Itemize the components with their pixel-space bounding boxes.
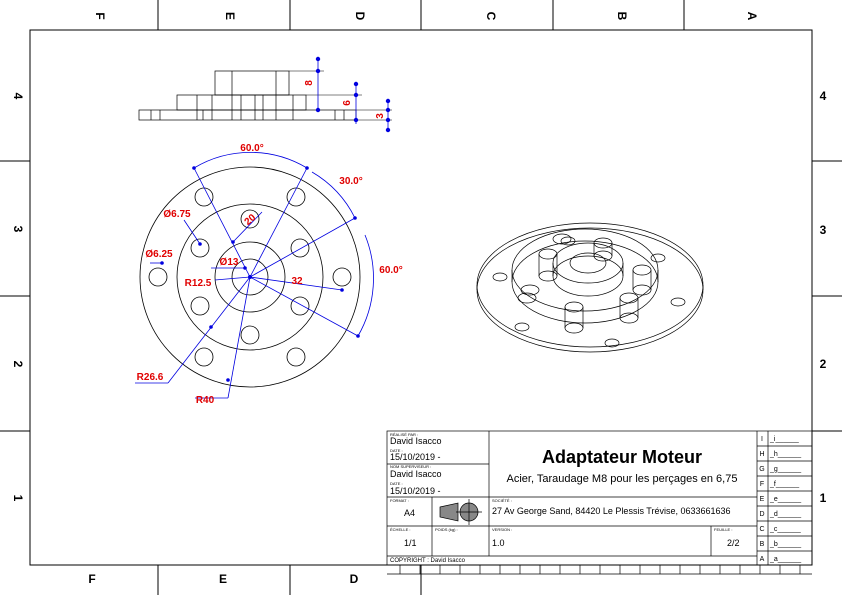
- zone-bottom-F: F: [88, 572, 95, 586]
- dim-angle-top: 60.0°: [240, 143, 263, 154]
- weight-label: POIDS (kg) :: [435, 527, 458, 532]
- title-block: [386, 430, 813, 575]
- dim-dia-13: Ø13: [220, 257, 239, 268]
- zone-top-D: D: [353, 12, 367, 21]
- dim-dia-625: Ø6.25: [145, 249, 173, 260]
- zone-left-3: 3: [11, 226, 25, 233]
- iso-inner-holes: [517, 233, 652, 334]
- format-label: FORMAT :: [390, 498, 409, 503]
- rev-value: _g______: [769, 466, 801, 473]
- zone-top-A: A: [745, 12, 759, 21]
- rev-value: _d______: [769, 511, 801, 518]
- rev-letter: D: [759, 511, 764, 518]
- drawing-subtitle: Acier, Taraudage M8 pour les perçages en…: [507, 473, 738, 485]
- zone-bottom-D: D: [350, 572, 359, 586]
- rev-letter: A: [760, 556, 765, 563]
- isometric-view: [476, 222, 704, 353]
- version: 1.0: [492, 538, 505, 548]
- dim-height-8: 8: [304, 80, 315, 86]
- zone-top-C: C: [484, 12, 498, 21]
- dim-height-3: 3: [375, 113, 386, 119]
- zone-top-B: B: [615, 12, 629, 21]
- date-label-1: DATE :: [390, 448, 403, 453]
- iso-outer-holes: [492, 236, 686, 348]
- scale: 1/1: [404, 538, 417, 548]
- projection-symbol: [439, 499, 482, 525]
- dim-dist-32: 32: [291, 276, 303, 287]
- zone-left-1: 1: [11, 495, 25, 502]
- drawing-title: Adaptateur Moteur: [542, 447, 702, 467]
- date-label-2: DATE :: [390, 481, 403, 486]
- rev-value: _e______: [769, 496, 801, 503]
- dim-angle-30: 30.0°: [339, 176, 362, 187]
- company-label: SOCIÉTÉ :: [492, 498, 512, 503]
- dim-angle-right: 60.0°: [379, 265, 402, 276]
- dimension-arrows: [160, 166, 360, 382]
- rev-letter: F: [760, 481, 764, 488]
- rev-value: _a______: [769, 556, 801, 563]
- zone-right-2: 2: [820, 357, 827, 371]
- zone-top-E: E: [223, 12, 237, 20]
- checked-by: David Isacco: [390, 469, 442, 479]
- zone-right-1: 1: [820, 491, 827, 505]
- zone-labels: F E D C B A F E D 4 3 2 1 4 3 2 1: [11, 12, 827, 586]
- made-by: David Isacco: [390, 436, 442, 446]
- inner-hole-pattern: [190, 209, 310, 345]
- dim-height-6: 6: [342, 100, 353, 106]
- zone-bottom-E: E: [219, 572, 227, 586]
- version-label: VERSION :: [492, 527, 512, 532]
- zone-left-2: 2: [11, 361, 25, 368]
- side-view: [138, 70, 392, 121]
- format: A4: [404, 508, 415, 518]
- zone-left-4: 4: [11, 93, 25, 100]
- copyright: COPYRIGHT : David Isacco: [390, 558, 466, 564]
- zone-top-F: F: [93, 12, 107, 19]
- title-block-text: RÉALISÉ PAR : David Isacco DATE : 15/10/…: [390, 432, 740, 564]
- dim-r266: R26.6: [137, 372, 164, 383]
- sheet-label: FEUILLE :: [714, 527, 732, 532]
- front-view: [139, 166, 361, 388]
- zone-right-3: 3: [820, 223, 827, 237]
- date-1: 15/10/2019 -: [390, 452, 441, 462]
- dim-r125: R12.5: [185, 278, 212, 289]
- rev-letter: E: [760, 496, 765, 503]
- rev-value: _h______: [769, 451, 801, 458]
- dim-r40: R40: [196, 395, 215, 406]
- sheet: 2/2: [727, 538, 740, 548]
- rev-value: _i______: [769, 436, 799, 443]
- front-dimension-leaders: [135, 151, 374, 399]
- rev-letter: B: [760, 541, 765, 548]
- dim-dia-675: Ø6.75: [163, 209, 191, 220]
- date-2: 15/10/2019 -: [390, 486, 441, 496]
- rev-letter: G: [759, 466, 764, 473]
- made-by-label: RÉALISÉ PAR :: [390, 432, 418, 437]
- revision-table: I _i______ H _h______ G _g______ F _f___…: [759, 436, 801, 563]
- rev-value: _f______: [769, 481, 799, 488]
- rev-value: _c______: [769, 526, 801, 533]
- company: 27 Av George Sand, 84420 Le Plessis Trév…: [492, 506, 731, 516]
- rev-letter: C: [759, 526, 764, 533]
- rev-letter: H: [759, 451, 764, 458]
- rev-value: _b______: [769, 541, 801, 548]
- side-dimension-leaders: [315, 56, 391, 133]
- zone-right-4: 4: [820, 89, 827, 103]
- rev-letter: I: [761, 436, 763, 443]
- checked-label: NOM SUPERVISEUR :: [390, 464, 431, 469]
- scale-label: ÉCHELLE :: [390, 527, 410, 532]
